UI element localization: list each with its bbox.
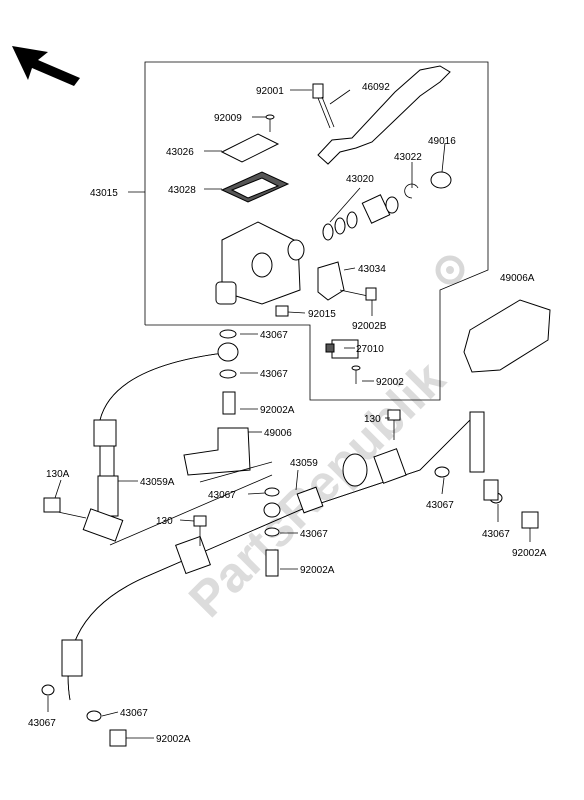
label-49006: 49006: [264, 428, 292, 439]
label-43067-d: 43067: [426, 500, 454, 511]
label-92002B: 92002B: [352, 321, 387, 332]
label-49006A: 49006A: [500, 273, 535, 284]
nut-92015: [275, 305, 289, 317]
joint: [342, 453, 368, 487]
label-130-a: 130: [364, 414, 381, 425]
gear-icon: [435, 255, 465, 285]
label-43022: 43022: [394, 152, 422, 163]
label-92002A-b: 92002A: [512, 548, 547, 559]
label-92002: 92002: [376, 377, 404, 388]
label-92009: 92009: [214, 113, 242, 124]
label-49016: 49016: [428, 136, 456, 147]
label-43067-h: 43067: [120, 708, 148, 719]
banjo-bolt: [222, 391, 236, 415]
label-43067-e: 43067: [300, 529, 328, 540]
label-130A: 130A: [46, 469, 70, 480]
switch-cover: [463, 299, 551, 373]
label-43067-c: 43067: [208, 490, 236, 501]
label-43034: 43034: [358, 264, 386, 275]
piston-kit: [322, 194, 399, 241]
bolt-92001: [312, 83, 324, 99]
label-92001: 92001: [256, 86, 284, 97]
arrow-icon: [12, 46, 80, 86]
label-43067-b: 43067: [260, 369, 288, 380]
label-92002A-c: 92002A: [300, 565, 335, 576]
label-92015: 92015: [308, 309, 336, 320]
washer: [219, 369, 237, 379]
dust-boot: [430, 171, 452, 189]
brake-switch: [331, 339, 359, 359]
label-92002A-d: 92002A: [156, 734, 191, 745]
label-43067-f: 43067: [482, 529, 510, 540]
reservoir-cap: [220, 133, 280, 163]
label-130-b: 130: [156, 516, 173, 527]
boot-cap: [183, 427, 251, 476]
label-43028: 43028: [168, 185, 196, 196]
label-43015: 43015: [90, 188, 118, 199]
label-43059: 43059: [290, 458, 318, 469]
part-labels: 92001 46092 92009 43026 49016 43022 4302…: [28, 82, 547, 745]
group-frame: [144, 61, 489, 401]
label-92002A-a: 92002A: [260, 405, 295, 416]
label-43067-a: 43067: [260, 330, 288, 341]
label-46092: 46092: [362, 82, 390, 93]
brake-lever: [317, 65, 451, 165]
label-43059A: 43059A: [140, 477, 175, 488]
label-43020: 43020: [346, 174, 374, 185]
label-43026: 43026: [166, 147, 194, 158]
clamp-holder: [317, 261, 345, 301]
washer: [219, 329, 237, 339]
label-27010: 27010: [356, 344, 384, 355]
label-43067-g: 43067: [28, 718, 56, 729]
